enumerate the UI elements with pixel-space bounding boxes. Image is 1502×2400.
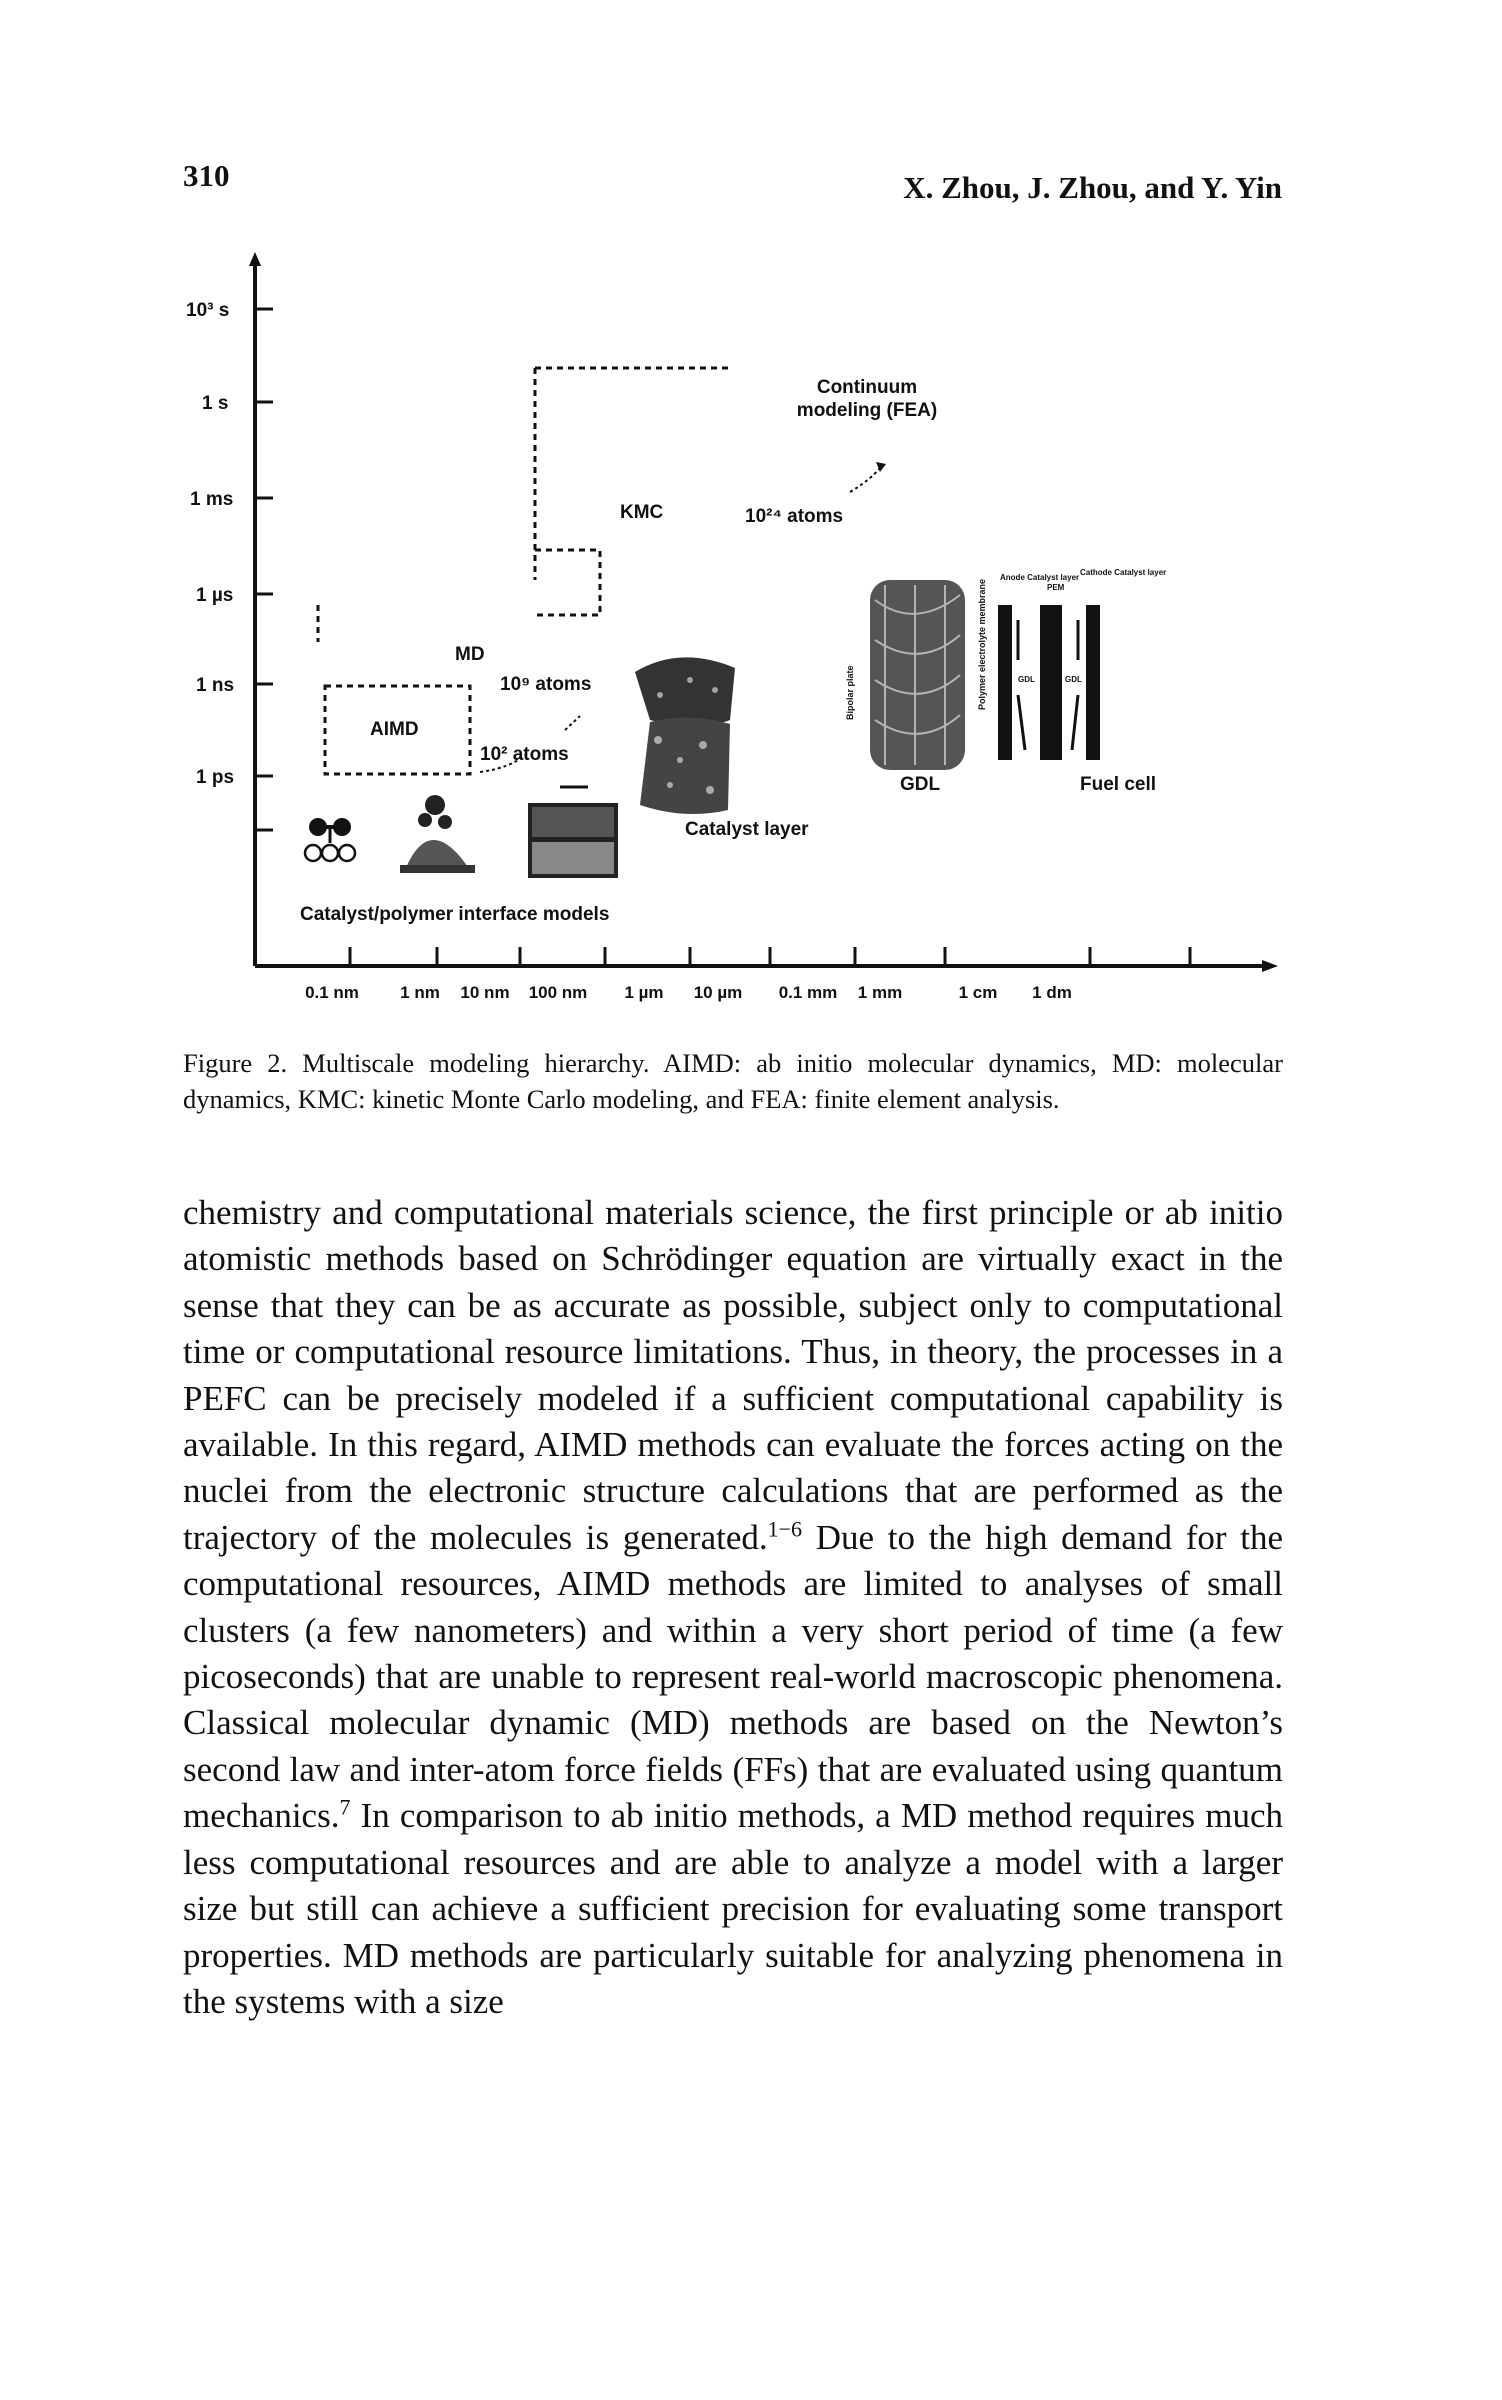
atoms-1024-arrowhead — [876, 462, 886, 472]
catalyst-layer-image — [635, 657, 735, 814]
figure-caption: Figure 2. Multiscale modeling hierarchy.… — [183, 1048, 1283, 1114]
x-tick-label-3: 100 nm — [529, 983, 588, 1002]
y-axis-arrow — [249, 252, 261, 266]
citation-ref-1: 1−6 — [767, 1516, 803, 1542]
x-tick-label-5: 10 µm — [694, 983, 743, 1002]
pem-label: PEM — [1047, 583, 1065, 592]
gdl-small-label-2: GDL — [1065, 675, 1082, 684]
bipolar-plate-label: Bipolar plate — [845, 665, 855, 720]
y-tick-label-5: 1 ps — [196, 767, 234, 788]
atoms-109-arrow — [564, 715, 581, 731]
molecule-icon — [303, 818, 357, 863]
y-tick-label-0: 10³ s — [186, 300, 229, 321]
continuum-label-2: modeling (FEA) — [797, 400, 937, 421]
gdl-label: GDL — [900, 774, 941, 795]
y-tick-label-3: 1 µs — [196, 585, 233, 606]
x-axis-arrow — [1262, 960, 1278, 972]
y-tick-label-4: 1 ns — [196, 675, 234, 696]
cathode-catalyst-label: Cathode Catalyst layer — [1080, 568, 1166, 577]
aimd-label: AIMD — [370, 719, 419, 740]
catalyst-layer-label: Catalyst layer — [685, 819, 809, 840]
running-header-authors: X. Zhou, J. Zhou, and Y. Yin — [903, 170, 1282, 205]
gdl-image: Bipolar plate Polymer electrolyte membra… — [845, 579, 987, 770]
y-tick-marks — [255, 307, 273, 832]
body-text-part-3: In comparison to ab initio methods, a MD… — [183, 1796, 1283, 2021]
atoms-102-label: 10² atoms — [480, 744, 569, 765]
y-tick-label-2: 1 ms — [190, 489, 233, 510]
body-text-part-2: Due to the high demand for the computati… — [183, 1517, 1283, 1836]
body-text-part-1: chemistry and computational materials sc… — [183, 1193, 1283, 1557]
atoms-1024-label: 10²⁴ atoms — [745, 506, 843, 527]
anode-catalyst-label: Anode Catalyst layer — [1000, 573, 1079, 582]
md-simulation-image — [528, 785, 618, 878]
atoms-1024-arrow — [849, 467, 881, 493]
body-paragraph: chemistry and computational materials sc… — [183, 1190, 1283, 2025]
x-tick-marks — [348, 947, 1192, 966]
x-tick-label-7: 1 mm — [858, 983, 902, 1002]
x-tick-label-2: 10 nm — [460, 983, 509, 1002]
x-tick-label-9: 1 dm — [1032, 983, 1072, 1002]
multiscale-figure: 10³ s 1 s 1 ms 1 µs 1 ns 1 ps 0.1 nm 1 n… — [180, 250, 1320, 1030]
x-tick-label-4: 1 µm — [624, 983, 663, 1002]
fuel-cell-label: Fuel cell — [1080, 774, 1156, 795]
y-tick-label-1: 1 s — [202, 393, 228, 414]
kmc-region — [535, 548, 602, 617]
aimd-region — [323, 684, 472, 776]
x-tick-label-1: 1 nm — [400, 983, 440, 1002]
page-number: 310 — [183, 158, 230, 193]
x-tick-label-8: 1 cm — [959, 983, 998, 1002]
fuel-cell-image: Anode Catalyst layer PEM Cathode Catalys… — [998, 568, 1166, 760]
citation-ref-2: 7 — [339, 1794, 351, 1820]
x-tick-label-0: 0.1 nm — [305, 983, 359, 1002]
continuum-label: Continuum — [817, 377, 917, 398]
gdl-small-label-1: GDL — [1018, 675, 1035, 684]
nanoparticle-icon — [400, 795, 475, 873]
x-tick-label-6: 0.1 mm — [779, 983, 838, 1002]
continuum-region — [533, 366, 730, 580]
kmc-label: KMC — [620, 502, 664, 523]
md-label: MD — [455, 644, 485, 665]
atoms-109-label: 10⁹ atoms — [500, 674, 591, 695]
electrolyte-label: Polymer electrolyte membrane — [977, 579, 987, 710]
interface-models-label: Catalyst/polymer interface models — [300, 904, 609, 925]
